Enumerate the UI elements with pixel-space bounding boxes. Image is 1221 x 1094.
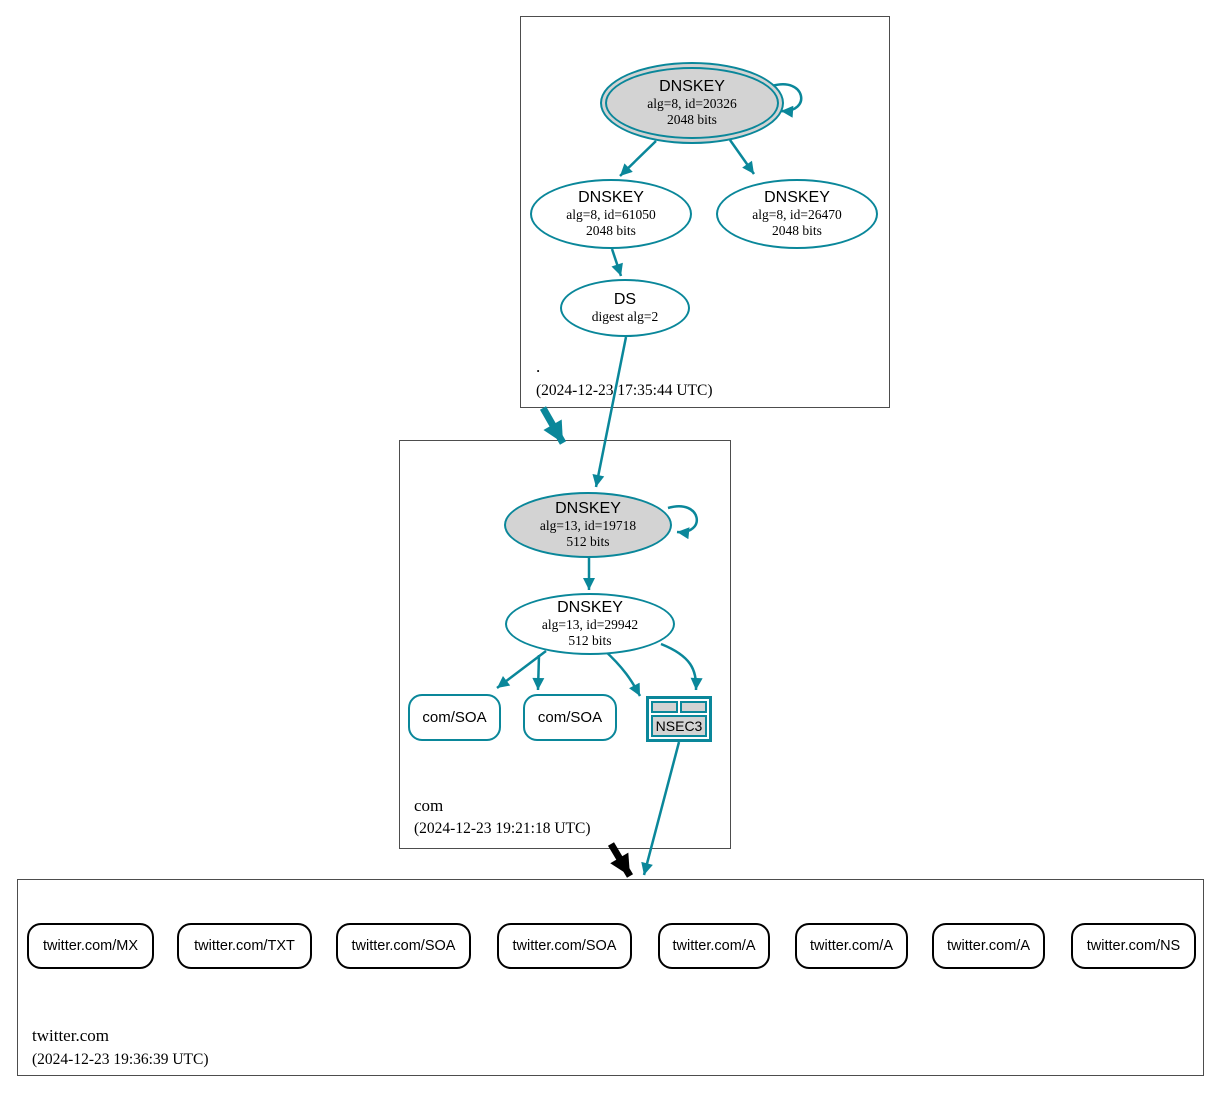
nsec3-node[interactable]: NSEC3: [646, 696, 712, 742]
zone-timestamp-root: (2024-12-23 17:35:44 UTC): [536, 382, 713, 399]
rrset-node-twitter-com-soa-1[interactable]: twitter.com/SOA: [336, 923, 471, 969]
zone-label-root: .: [536, 357, 541, 376]
rrset-label: twitter.com/A: [810, 938, 893, 954]
rrset-node-twitter-com-mx[interactable]: twitter.com/MX: [27, 923, 154, 969]
dnskey-bits: 512 bits: [568, 632, 612, 648]
dnskey-alg-id: alg=8, id=20326: [647, 96, 737, 112]
rrset-label: com/SOA: [422, 709, 487, 726]
nsec3-param-cell: [651, 701, 678, 713]
zone-label-twitter-com: twitter.com: [32, 1026, 109, 1045]
rrset-node-twitter-com-a-2[interactable]: twitter.com/A: [795, 923, 908, 969]
dnskey-title: DNSKEY: [659, 78, 725, 96]
rrset-node-twitter-com-a-3[interactable]: twitter.com/A: [932, 923, 1045, 969]
rrset-node-com-soa-2[interactable]: com/SOA: [523, 694, 617, 741]
zone-timestamp-com: (2024-12-23 19:21:18 UTC): [414, 820, 591, 837]
ds-title: DS: [613, 291, 637, 309]
dnskey-alg-id: alg=8, id=61050: [566, 207, 656, 223]
rrset-node-twitter-com-txt[interactable]: twitter.com/TXT: [177, 923, 312, 969]
dnskey-node-29942[interactable]: DNSKEY alg=13, id=29942 512 bits: [505, 593, 675, 655]
dnskey-node-ksk-20326[interactable]: DNSKEY alg=8, id=20326 2048 bits: [600, 62, 784, 144]
dnskey-title: DNSKEY: [764, 189, 830, 207]
dnskey-title: DNSKEY: [555, 500, 621, 518]
zone-timestamp-twitter-com: (2024-12-23 19:36:39 UTC): [32, 1051, 209, 1068]
nsec3-param-cell: [680, 701, 707, 713]
dnskey-bits: 2048 bits: [586, 222, 636, 238]
rrset-node-com-soa-1[interactable]: com/SOA: [408, 694, 501, 741]
dnskey-alg-id: alg=13, id=19718: [539, 518, 637, 534]
rrset-node-twitter-com-a-1[interactable]: twitter.com/A: [658, 923, 770, 969]
nsec3-label: NSEC3: [651, 715, 707, 737]
rrset-label: twitter.com/NS: [1086, 938, 1181, 954]
ds-digest: digest alg=2: [591, 308, 659, 324]
dnskey-title: DNSKEY: [557, 599, 623, 617]
dnskey-alg-id: alg=13, id=29942: [541, 617, 639, 633]
zone-label-com: com: [414, 796, 444, 815]
ds-node[interactable]: DS digest alg=2: [560, 279, 690, 337]
dnskey-alg-id: alg=8, id=26470: [752, 207, 842, 223]
rrset-node-twitter-com-ns[interactable]: twitter.com/NS: [1071, 923, 1196, 969]
dnskey-node-ksk-20326-inner: DNSKEY alg=8, id=20326 2048 bits: [605, 67, 779, 139]
rrset-label: twitter.com/A: [947, 938, 1030, 954]
zone-box-root: [520, 16, 890, 408]
dnskey-bits: 512 bits: [566, 533, 610, 549]
dnskey-bits: 2048 bits: [667, 111, 717, 127]
rrset-label: twitter.com/SOA: [512, 938, 617, 954]
rrset-node-twitter-com-soa-2[interactable]: twitter.com/SOA: [497, 923, 632, 969]
dnskey-title: DNSKEY: [578, 189, 644, 207]
dnskey-node-61050[interactable]: DNSKEY alg=8, id=61050 2048 bits: [530, 179, 692, 249]
dnskey-node-26470[interactable]: DNSKEY alg=8, id=26470 2048 bits: [716, 179, 878, 249]
dnskey-node-ksk-19718[interactable]: DNSKEY alg=13, id=19718 512 bits: [504, 492, 672, 558]
zone-box-twitter-com: [17, 879, 1204, 1076]
dnskey-bits: 2048 bits: [772, 222, 822, 238]
edge-delegation-root-com-secure: [539, 406, 567, 445]
rrset-label: twitter.com/TXT: [194, 938, 295, 954]
rrset-label: twitter.com/A: [672, 938, 756, 954]
nsec3-param-cells: [651, 701, 707, 713]
rrset-label: twitter.com/MX: [42, 938, 139, 954]
rrset-label: twitter.com/SOA: [351, 938, 456, 954]
rrset-label: com/SOA: [537, 709, 603, 726]
